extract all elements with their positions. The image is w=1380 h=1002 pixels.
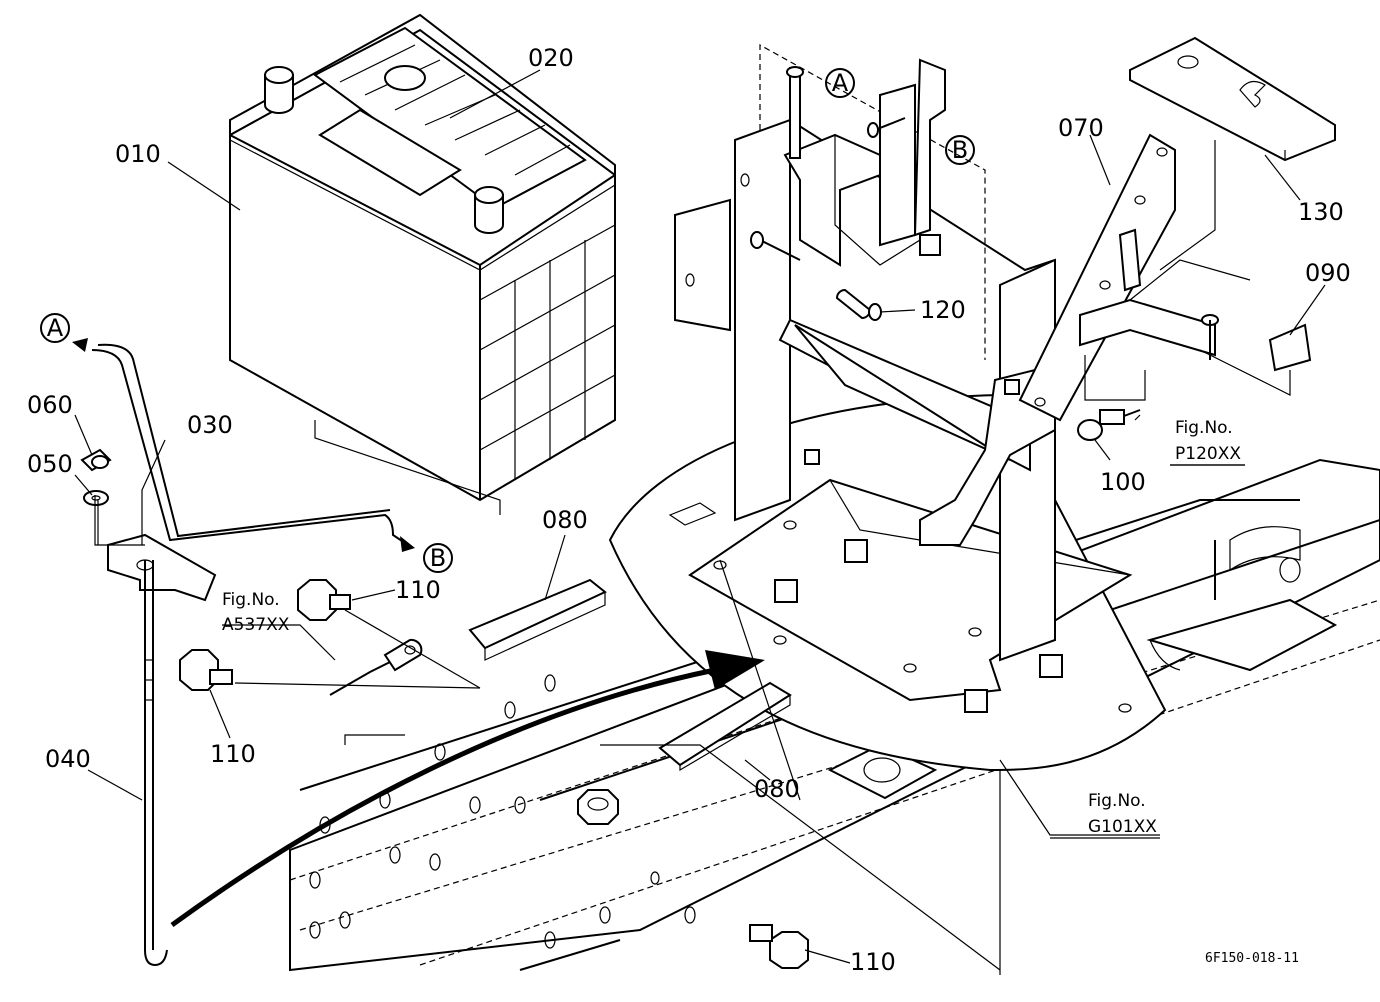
plate-130 (1129, 36, 1336, 162)
fig-ref-g101xx: Fig.No. G101XX (1050, 791, 1160, 839)
callout-a-top: A (825, 68, 855, 98)
label-010: 010 (115, 140, 161, 168)
wing-nut-060 (80, 448, 112, 472)
callout-b-top: B (945, 135, 975, 165)
bolt-110-c (749, 924, 809, 969)
frame-nut (577, 789, 619, 825)
battery-stay (674, 43, 1056, 662)
label-040: 040 (45, 745, 91, 773)
label-110-a: 110 (395, 576, 441, 604)
battery-terminals (264, 66, 504, 234)
label-070: 070 (1058, 114, 1104, 142)
fig-ref-p120xx-code: P120XX (1175, 444, 1241, 464)
battery-ribs (479, 224, 616, 480)
label-060: 060 (27, 391, 73, 419)
assembly-arrow (170, 650, 765, 928)
fig-ref-p120xx: Fig.No. P120XX (1170, 418, 1245, 466)
callout-a-top-text: A (832, 69, 849, 97)
right-frame-bracket (1146, 526, 1338, 672)
part-labels: 010 020 030 040 050 060 070 080 080 090 … (27, 44, 1351, 976)
callout-a-left-text: A (47, 314, 64, 342)
cable-terminal (329, 638, 423, 696)
fig-ref-g101xx-code: G101XX (1088, 817, 1157, 837)
callout-a-left: A (40, 313, 70, 343)
spacer-120 (835, 288, 882, 321)
washer-050 (83, 490, 109, 506)
drawing-code: 6F150-018-11 (1205, 951, 1299, 966)
bolt-110-b (179, 649, 233, 691)
callout-b-mid-text: B (430, 544, 446, 572)
callout-b-top-text: B (952, 136, 968, 164)
label-130: 130 (1298, 198, 1344, 226)
pad-080-upper (468, 578, 607, 661)
rod-assembly (72, 338, 415, 967)
label-020: 020 (528, 44, 574, 72)
label-030: 030 (187, 411, 233, 439)
right-pin (867, 117, 906, 138)
label-110-c: 110 (850, 948, 896, 976)
fig-ref-a537xx-code: A537XX (222, 615, 290, 635)
fig-ref-a537xx-prefix: Fig.No. (222, 590, 280, 610)
bracket-070 (1018, 133, 1176, 422)
fig-ref-p120xx-prefix: Fig.No. (1175, 418, 1233, 438)
label-120: 120 (920, 296, 966, 324)
callout-b-mid: B (423, 543, 453, 573)
label-080-upper: 080 (542, 506, 588, 534)
label-080-lower: 080 (754, 775, 800, 803)
bolt-110-a (297, 579, 351, 621)
label-090: 090 (1305, 259, 1351, 287)
pin (750, 66, 804, 261)
leader-lines (74, 69, 1326, 975)
battery-010 (229, 13, 616, 502)
bolt-100 (1077, 409, 1141, 441)
label-100: 100 (1100, 468, 1146, 496)
fig-ref-g101xx-prefix: Fig.No. (1088, 791, 1146, 811)
label-110-b: 110 (210, 740, 256, 768)
fig-ref-a537xx: Fig.No. A537XX (222, 590, 290, 635)
label-050: 050 (27, 450, 73, 478)
